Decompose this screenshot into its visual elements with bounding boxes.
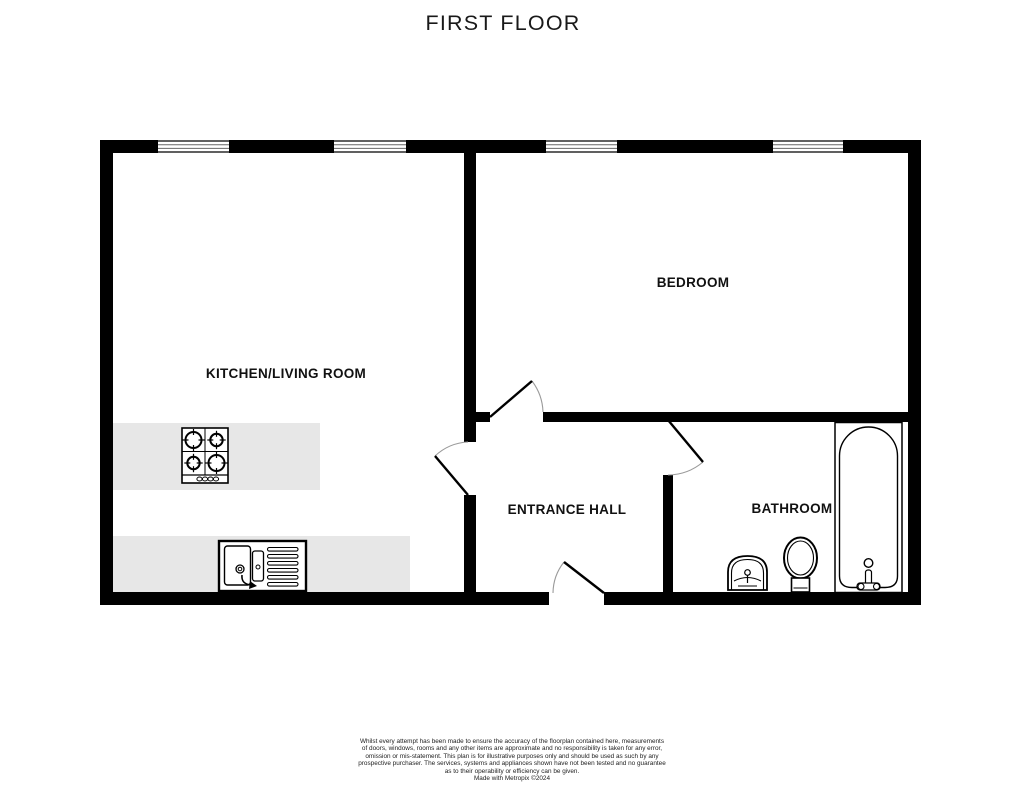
kitchen-door — [434, 441, 469, 496]
bathroom-door — [667, 419, 704, 476]
interior-walls — [464, 153, 908, 592]
bathtub-icon — [834, 421, 903, 594]
sink-icon — [217, 539, 308, 593]
disclaimer-line: of doors, windows, rooms and any other i… — [361, 745, 663, 753]
window-icon — [546, 140, 617, 153]
room-label-bedroom: BEDROOM — [656, 275, 730, 290]
disclaimer: Whilst every attempt has been made to en… — [0, 738, 1024, 782]
window-icon — [773, 140, 843, 153]
page-title: FIRST FLOOR — [425, 11, 581, 35]
disclaimer-line: omission or mis-statement. This plan is … — [365, 752, 659, 760]
window-icon — [158, 140, 229, 153]
toilet-icon — [783, 536, 818, 593]
disclaimer-line: Whilst every attempt has been made to en… — [359, 738, 665, 745]
outer-walls — [100, 140, 921, 605]
room-label-kitchen-living: KITCHEN/LIVING ROOM — [205, 366, 367, 381]
washbasin-icon — [727, 555, 768, 591]
front-door — [552, 561, 605, 594]
hob-icon — [181, 427, 229, 484]
disclaimer-line: as to their operability or efficiency ca… — [444, 767, 580, 775]
room-label-entrance-hall: ENTRANCE HALL — [507, 502, 627, 517]
bedroom-door — [489, 380, 544, 418]
made-with-credit: Made with Metropix ©2024 — [473, 775, 551, 783]
room-label-bathroom: BATHROOM — [751, 501, 833, 516]
disclaimer-line: prospective purchaser. The services, sys… — [358, 760, 666, 768]
window-icon — [334, 140, 406, 153]
windows — [158, 140, 843, 153]
